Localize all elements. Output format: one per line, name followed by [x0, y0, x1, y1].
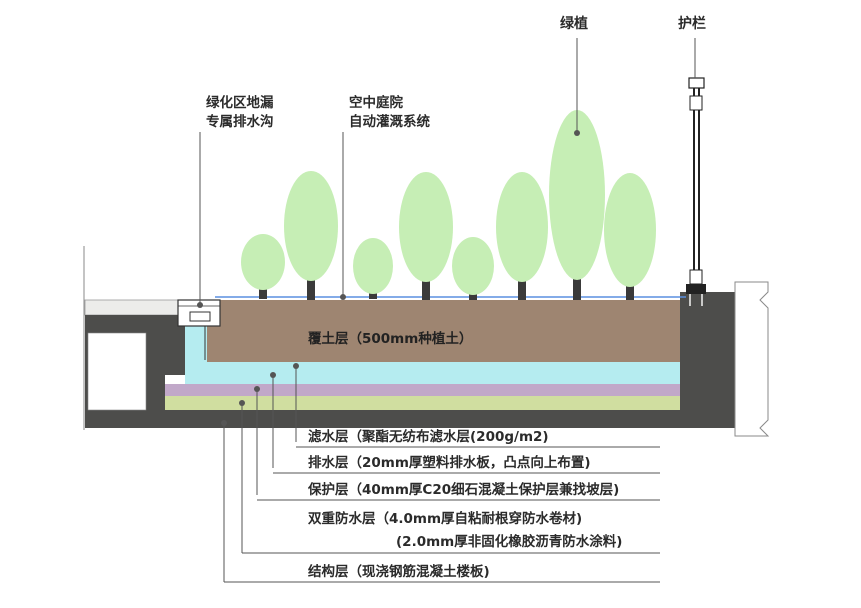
drain-label-line2: 专属排水沟: [206, 114, 274, 130]
leader-dots: [221, 363, 299, 426]
tree: [604, 173, 656, 287]
irrigation-label-line2: 自动灌溉系统: [349, 114, 430, 130]
label-underlines: [224, 446, 660, 583]
wall-opening: [87, 332, 147, 411]
layer-label-filter: 滤水层（聚酯无纺布滤水层(200g/m2): [308, 429, 549, 445]
bottom-leaders: [223, 366, 297, 582]
protection-layer: [165, 396, 680, 410]
soil-layer-label: 覆土层（500mm种植土）: [308, 331, 473, 347]
soil-layer: [207, 300, 680, 362]
paving-strip: [84, 299, 184, 316]
plants-label: 绿植: [560, 16, 588, 32]
layer-label-protection: 保护层（40mm厚C20细石混凝土保护层兼找坡层): [308, 482, 620, 498]
irrigation-label-line1: 空中庭院: [349, 95, 403, 111]
railing: [686, 77, 706, 306]
filter-layer: [185, 326, 680, 384]
drain-box: [177, 299, 221, 360]
left-structure: [83, 246, 680, 430]
left-concrete-wall: [85, 315, 680, 428]
concrete-pier: [165, 315, 185, 375]
railing-label: 护栏: [678, 16, 706, 32]
plants: [241, 110, 656, 300]
tree: [284, 171, 338, 281]
tree: [399, 172, 453, 282]
parapet-wall: [680, 292, 735, 428]
tree: [353, 238, 393, 294]
parapet-cladding: [734, 281, 770, 437]
tree: [549, 110, 605, 280]
layer-label-waterproof-1: 双重防水层（4.0mm厚自粘耐根穿防水卷材): [308, 511, 583, 527]
tree: [496, 172, 548, 282]
tree: [452, 237, 494, 295]
layer-label-drainage: 排水层（20mm厚塑料排水板，凸点向上布置): [308, 455, 591, 471]
drainage-layer: [165, 384, 680, 396]
right-parapet: [680, 77, 770, 437]
tree: [241, 234, 285, 290]
layer-label-structure: 结构层（现浇钢筋混凝土楼板): [308, 564, 490, 580]
layer-stack: [165, 300, 680, 410]
layer-label-waterproof-2: (2.0mm厚非固化橡胶沥青防水涂料): [396, 534, 623, 550]
top-leaders: [197, 38, 696, 308]
drain-label-line1: 绿化区地漏: [206, 95, 274, 111]
